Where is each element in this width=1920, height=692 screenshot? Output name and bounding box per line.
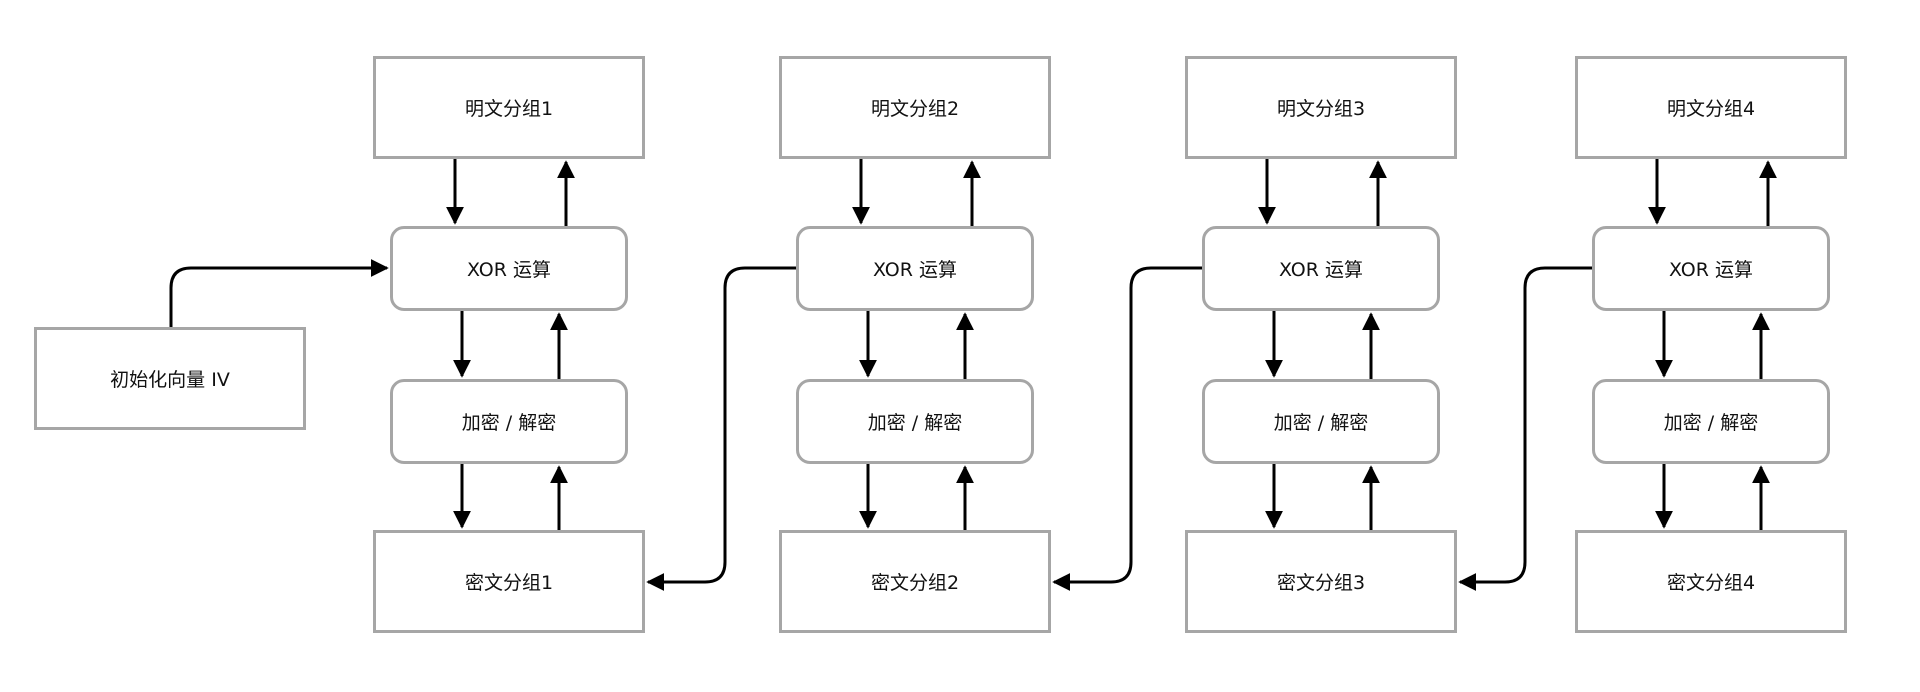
ciphertext-label: 密文分组4 [1666,572,1756,594]
xor-label: XOR 运算 [467,259,551,281]
cipher-op-label: 加密 / 解密 [1273,412,1369,434]
plaintext-block-1: 明文分组1 [373,56,645,159]
cipher-node-2: 加密 / 解密 [796,379,1034,464]
xor-label: XOR 运算 [1279,259,1363,281]
cipher-op-label: 加密 / 解密 [461,412,557,434]
ciphertext-block-3: 密文分组3 [1185,530,1457,633]
cipher-op-label: 加密 / 解密 [1663,412,1759,434]
ciphertext-block-4: 密文分组4 [1575,530,1847,633]
iv-label: 初始化向量 IV [110,369,230,391]
cipher-op-label: 加密 / 解密 [867,412,963,434]
ciphertext-block-2: 密文分组2 [779,530,1051,633]
plaintext-label: 明文分组4 [1666,98,1756,120]
ciphertext-block-1: 密文分组1 [373,530,645,633]
ciphertext-label: 密文分组1 [464,572,554,594]
arrow-xor2-to-ct1 [646,266,796,591]
plaintext-label: 明文分组2 [870,98,960,120]
xor-label: XOR 运算 [873,259,957,281]
plaintext-block-2: 明文分组2 [779,56,1051,159]
cipher-node-3: 加密 / 解密 [1202,379,1440,464]
plaintext-label: 明文分组1 [464,98,554,120]
cipher-node-4: 加密 / 解密 [1592,379,1830,464]
xor-node-3: XOR 运算 [1202,226,1440,311]
plaintext-block-4: 明文分组4 [1575,56,1847,159]
xor-node-2: XOR 运算 [796,226,1034,311]
arrow-xor3-to-ct2 [1052,266,1202,591]
xor-node-4: XOR 运算 [1592,226,1830,311]
arrow-iv-to-xor1 [169,259,389,327]
xor-node-1: XOR 运算 [390,226,628,311]
ciphertext-label: 密文分组3 [1276,572,1366,594]
xor-label: XOR 运算 [1669,259,1753,281]
plaintext-block-3: 明文分组3 [1185,56,1457,159]
iv-box: 初始化向量 IV [34,327,306,430]
arrow-xor4-to-ct3 [1458,266,1592,591]
ciphertext-label: 密文分组2 [870,572,960,594]
cipher-node-1: 加密 / 解密 [390,379,628,464]
plaintext-label: 明文分组3 [1276,98,1366,120]
